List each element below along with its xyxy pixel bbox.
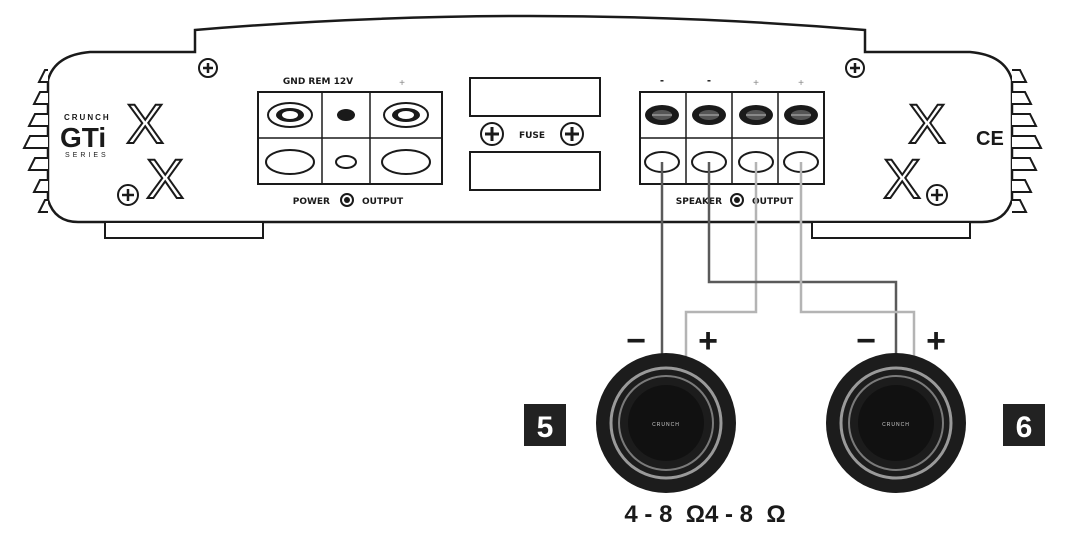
fuse-screw-icon	[480, 122, 504, 146]
brand-main-text: GTi	[60, 122, 106, 153]
terminal-screw-icon	[383, 102, 429, 128]
screw-icon	[198, 58, 218, 78]
screw-icon	[117, 184, 139, 206]
screw-icon	[926, 184, 948, 206]
wire-speaker6-negative	[707, 162, 898, 356]
x-mark-icon: X	[126, 92, 163, 155]
speaker-6: − + CRUNCH 6	[826, 322, 1045, 493]
power-terminal-block: GND REM 12V + POWER OUTPUT	[257, 77, 443, 207]
foot-right	[811, 221, 971, 239]
terminal-screw-icon	[784, 105, 818, 125]
terminal-screw-icon	[645, 105, 679, 125]
speaker-number-badge	[1003, 404, 1045, 446]
heatsink-fins-left	[22, 69, 48, 213]
terminal-screw-icon	[692, 105, 726, 125]
terminal-screw-icon	[739, 105, 773, 125]
wire-speaker6-positive	[799, 162, 916, 356]
speaker-footer-label-left: SPEAKER	[676, 197, 722, 207]
speaker-plus-label: +	[698, 322, 718, 360]
speaker-footer-label-right: OUTPUT	[752, 197, 794, 207]
terminal-hole-icon	[265, 149, 315, 175]
led-indicator-icon	[730, 193, 744, 207]
power-footer-label-right: OUTPUT	[362, 197, 404, 207]
terminal-hole-icon	[381, 149, 431, 175]
terminal-screw-icon	[267, 102, 313, 128]
fuse-label: FUSE	[519, 131, 545, 141]
power-plus-sign: +	[399, 78, 405, 89]
speaker-logo: CRUNCH	[882, 422, 910, 428]
speaker-wires	[660, 162, 916, 356]
brand-bottom-text: SERIES	[65, 152, 109, 159]
ce-mark: CE	[976, 128, 1004, 150]
x-mark-icon: X	[146, 147, 183, 210]
amplifier-body-outline	[46, 14, 1014, 224]
fuse-slot-bottom	[469, 151, 601, 191]
impedance-label: 4 - 8 Ω4 - 8 Ω	[624, 501, 785, 528]
terminal-screw-icon	[337, 109, 355, 121]
speaker-number-badge	[524, 404, 566, 446]
polarity-label: +	[798, 78, 804, 89]
foot-left	[104, 221, 264, 239]
speaker-terminal-block: - - + + SPEAKER OUTPUT	[639, 73, 825, 207]
speaker-number: 5	[537, 411, 554, 444]
heatsink-fins-right	[1012, 69, 1043, 213]
wire-speaker5-positive	[684, 162, 758, 356]
speaker-minus-label: −	[856, 322, 876, 360]
brand-logo: CRUNCH GTi SERIES	[60, 113, 111, 159]
x-mark-icon: X	[908, 92, 945, 155]
polarity-label: -	[660, 73, 664, 87]
brand-top-text: CRUNCH	[64, 113, 111, 122]
fuse-slot-top	[469, 77, 601, 117]
speaker-number: 6	[1016, 411, 1033, 444]
speaker-logo: CRUNCH	[652, 422, 680, 428]
speaker-minus-label: −	[626, 322, 646, 360]
power-footer-label-left: POWER	[293, 197, 330, 207]
fuse-screw-icon	[560, 122, 584, 146]
polarity-label: +	[753, 78, 759, 89]
fuse-block: FUSE	[469, 77, 601, 191]
polarity-label: -	[707, 73, 711, 87]
led-indicator-icon	[340, 193, 354, 207]
speaker-plus-label: +	[926, 322, 946, 360]
power-header-label: GND REM 12V	[283, 77, 353, 87]
terminal-hole-icon	[335, 155, 357, 169]
x-mark-icon: X	[883, 147, 920, 210]
speaker-5: − + CRUNCH 5	[524, 322, 736, 493]
screw-icon	[845, 58, 865, 78]
